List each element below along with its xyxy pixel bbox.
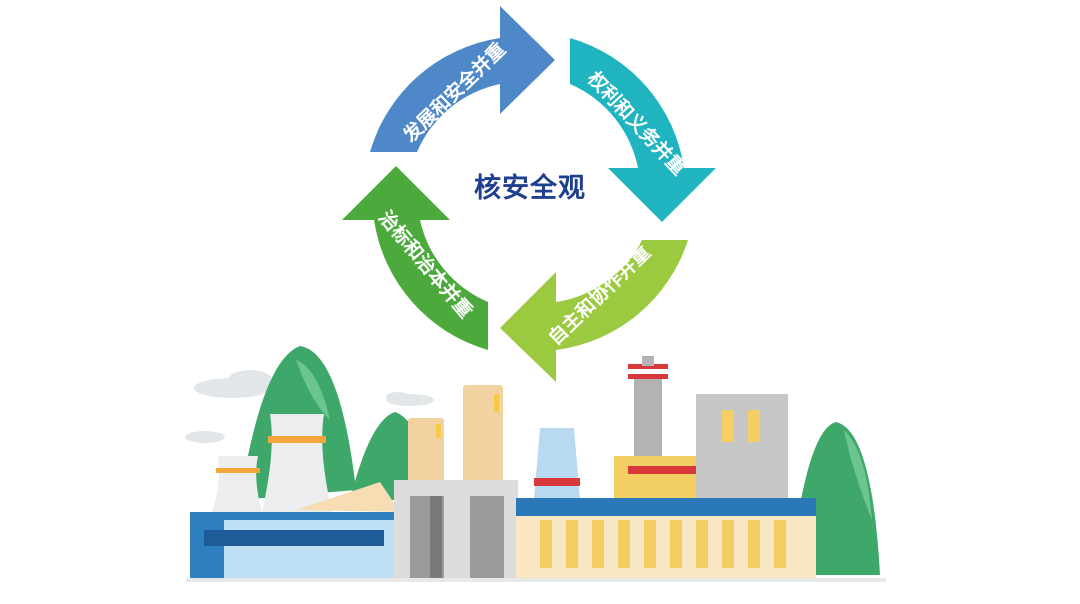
cooling-tower-icon (262, 414, 332, 512)
mountain-icon (296, 360, 330, 420)
column-row (540, 520, 786, 568)
center-title: 核安全观 (474, 173, 586, 204)
chimney-icon (463, 385, 503, 489)
chimney-icon (408, 418, 444, 490)
roof-icon (296, 482, 400, 512)
building-icon (696, 394, 788, 498)
arrow-top-left (370, 6, 555, 152)
smokestack-icon (634, 376, 662, 462)
reactor-icon (534, 428, 580, 500)
cooling-tower-icon (212, 456, 262, 512)
mountain-icon (844, 430, 872, 520)
power-plant-illustration (185, 346, 886, 582)
arrow-bottom-left (342, 166, 488, 350)
arrow-bottom-right (500, 240, 688, 382)
arrow-top-right (570, 38, 716, 222)
